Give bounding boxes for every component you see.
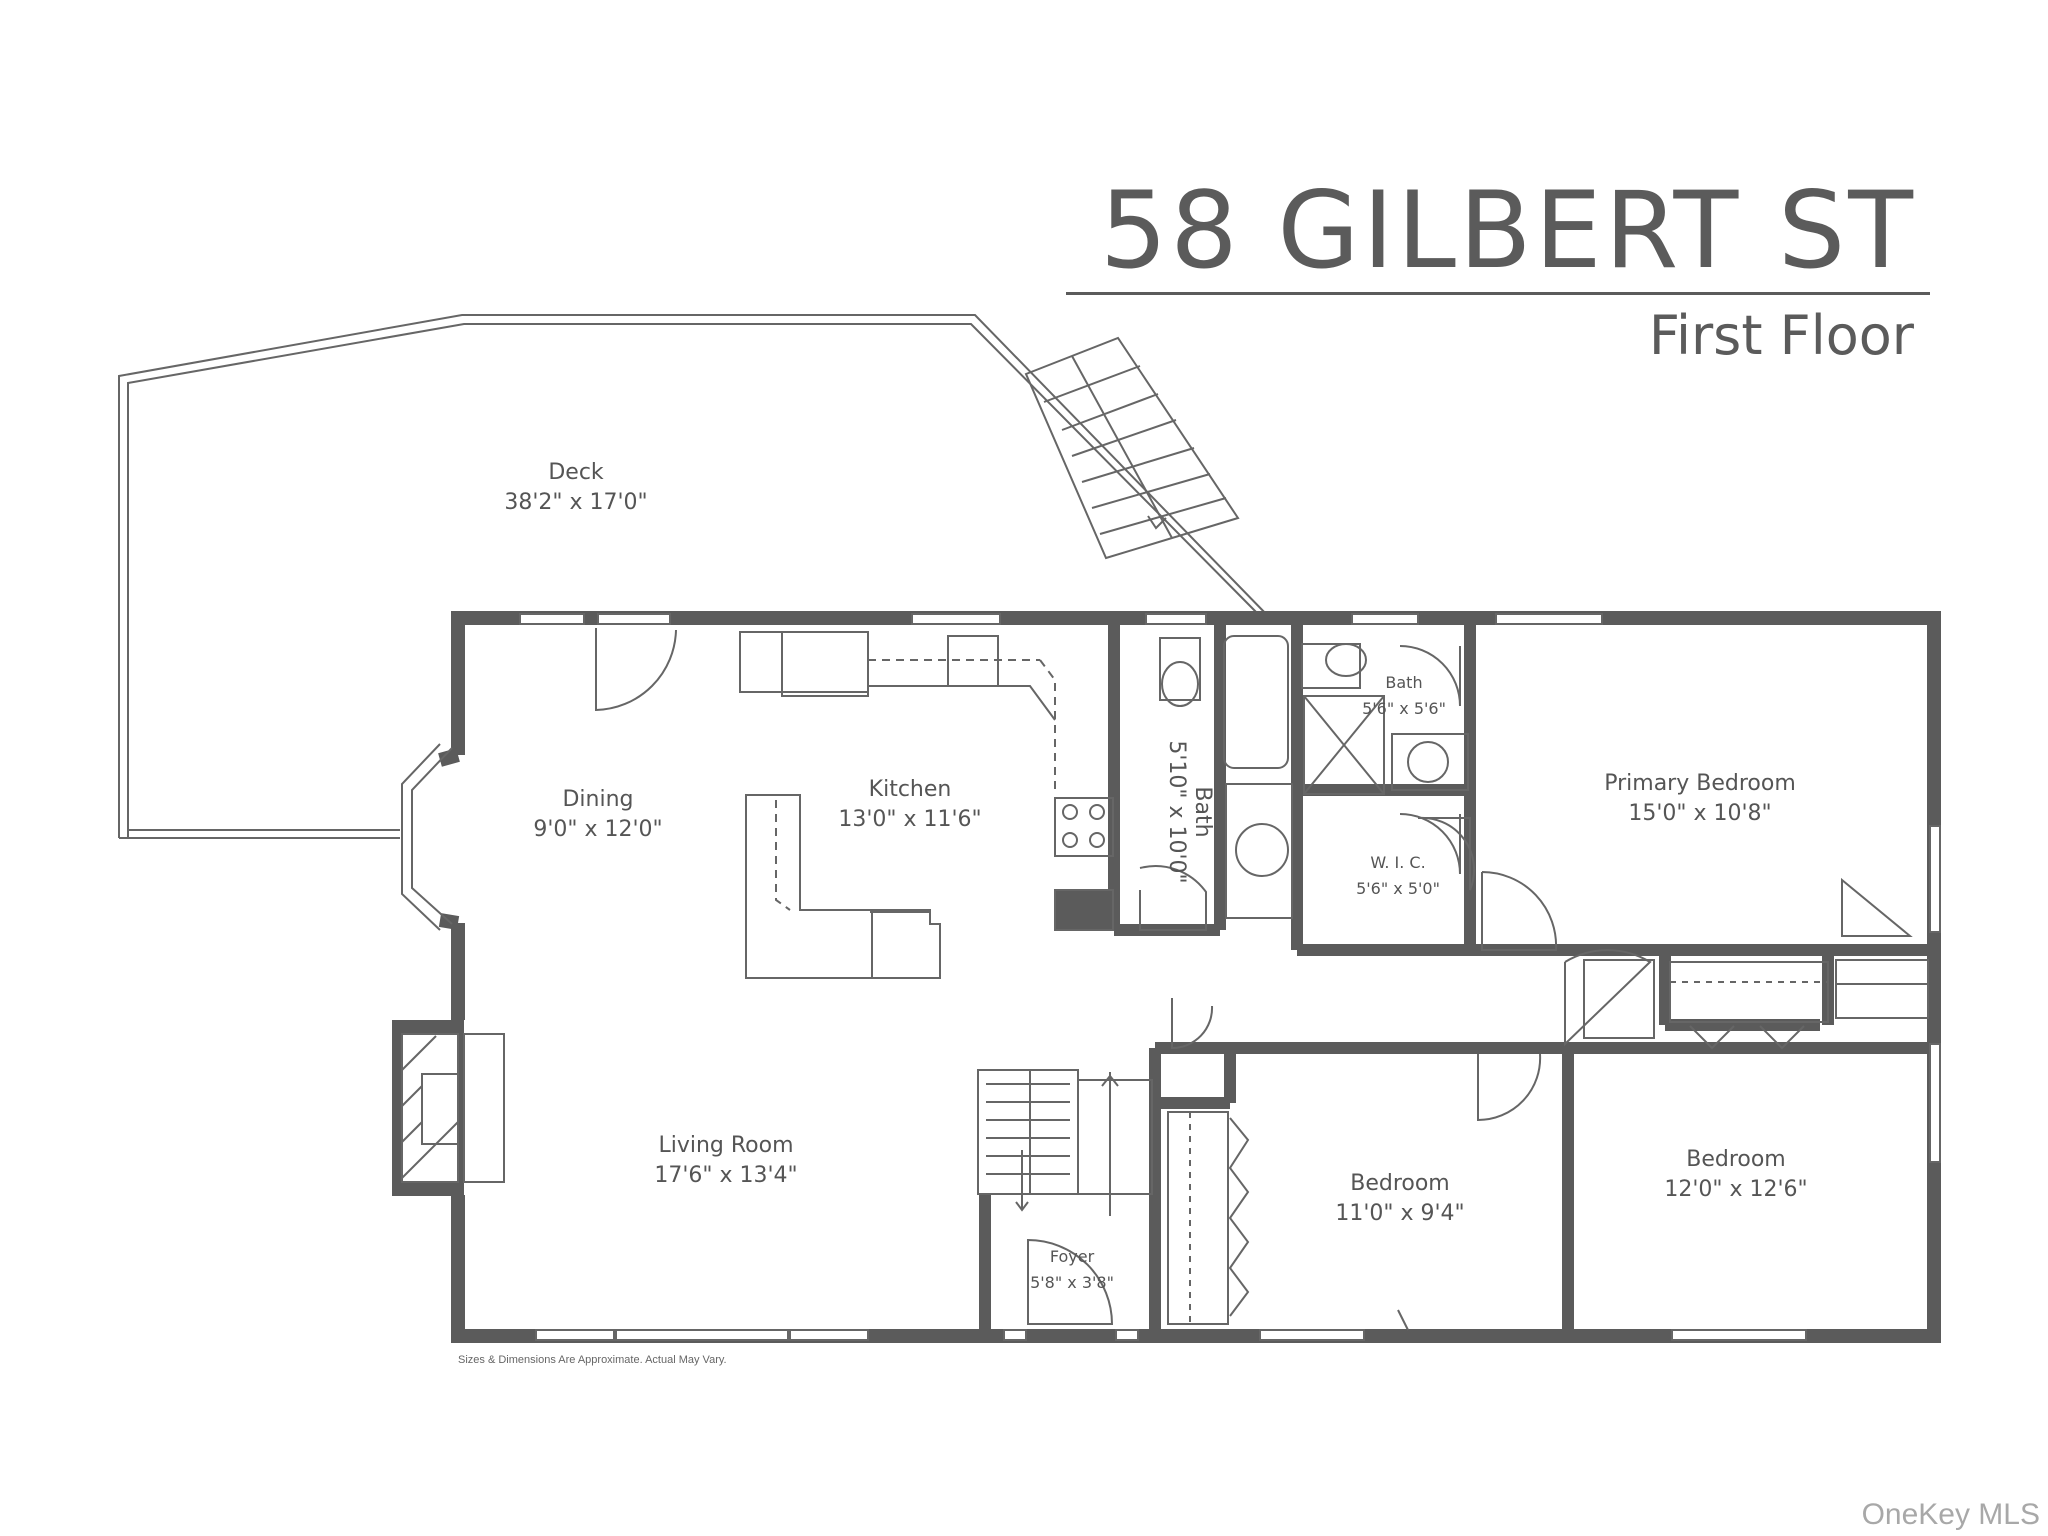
deck-dims: 38'2" x 17'0" <box>504 490 647 515</box>
address-title: 58 GILBERT ST <box>1099 169 1916 292</box>
living-room-dims: 17'6" x 13'4" <box>654 1163 797 1188</box>
title-divider <box>1066 292 1930 295</box>
windows[interactable] <box>519 613 1941 1341</box>
bay-window <box>401 743 453 931</box>
deck-name: Deck <box>548 460 604 485</box>
floor-label: First Floor <box>1648 304 1914 367</box>
deck-stairs <box>1024 336 1240 560</box>
closets <box>1167 959 1929 1325</box>
primary-bath-dims: 5'6" x 5'6" <box>1362 699 1446 718</box>
kitchen-counters <box>739 631 1114 979</box>
fireplace <box>392 1020 505 1196</box>
bedroom-3-name: Bedroom <box>1686 1147 1786 1172</box>
bedroom-2-name: Bedroom <box>1350 1171 1450 1196</box>
interior-stairs <box>977 1069 1153 1216</box>
wic-name: W. I. C. <box>1370 853 1425 872</box>
hall-bath-name: Bath <box>1190 786 1215 837</box>
foyer-name: Foyer <box>1050 1247 1095 1266</box>
bath-fixtures <box>1159 635 1469 919</box>
door-swings <box>595 628 1913 1331</box>
interior-walls <box>979 618 1934 1336</box>
primary-bedroom-name: Primary Bedroom <box>1604 771 1796 796</box>
exterior-walls <box>438 611 1941 1343</box>
foyer-dims: 5'8" x 3'8" <box>1030 1273 1114 1292</box>
hall-bath-dims: 5'10" x 10'0" <box>1164 740 1189 883</box>
primary-bath-name: Bath <box>1385 673 1422 692</box>
kitchen-dims: 13'0" x 11'6" <box>838 807 981 832</box>
mls-watermark: OneKey MLS <box>1861 1498 2040 1531</box>
deck-outline <box>118 314 1271 839</box>
kitchen-name: Kitchen <box>869 777 952 802</box>
wic-dims: 5'6" x 5'0" <box>1356 879 1440 898</box>
dining-dims: 9'0" x 12'0" <box>533 817 662 842</box>
bedroom-3-dims: 12'0" x 12'6" <box>1664 1177 1807 1202</box>
dimensions-disclaimer: Sizes & Dimensions Are Approximate. Actu… <box>458 1354 727 1366</box>
living-room-name: Living Room <box>658 1133 793 1158</box>
dining-name: Dining <box>562 787 633 812</box>
primary-bedroom-dims: 15'0" x 10'8" <box>1628 801 1771 826</box>
bedroom-2-dims: 11'0" x 9'4" <box>1335 1201 1464 1226</box>
